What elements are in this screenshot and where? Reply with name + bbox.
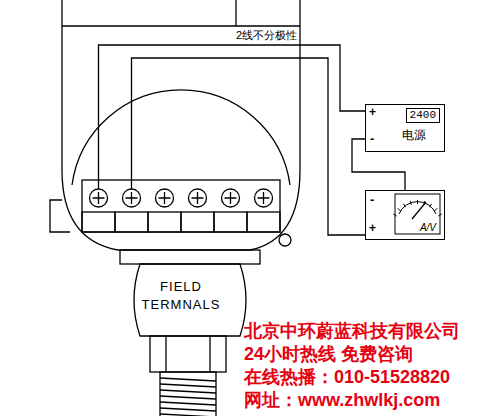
gauge-tick xyxy=(438,214,441,216)
screw-slot xyxy=(225,192,237,204)
screw-head xyxy=(189,189,207,207)
meter-box: A/V xyxy=(365,190,445,240)
gauge-tick xyxy=(417,200,418,204)
gauge-needle xyxy=(412,202,426,219)
hotline-watermark: 24小时热线 免费咨询 xyxy=(244,343,413,365)
hex-faces xyxy=(166,336,210,372)
gauge-tick xyxy=(410,201,411,205)
compartment-arc xyxy=(72,90,290,185)
gauge-tick xyxy=(430,204,432,207)
terminal-sign: + xyxy=(369,221,376,235)
hex-nut xyxy=(150,336,226,372)
neck xyxy=(120,250,260,264)
thread-line xyxy=(160,384,216,387)
screw-slot xyxy=(93,192,105,204)
screw-head xyxy=(156,189,174,207)
gauge-tick xyxy=(434,208,437,211)
terminal-cell xyxy=(181,212,214,232)
screw-slot xyxy=(258,192,270,204)
phone-watermark: 在线热播：010-51528820 xyxy=(244,366,450,388)
terminal-sign: + xyxy=(369,105,376,119)
terminal-screws xyxy=(82,189,280,232)
gauge-tick xyxy=(404,204,406,207)
thread-line xyxy=(160,390,216,393)
housing-outline xyxy=(62,0,300,250)
screw-head xyxy=(222,189,240,207)
thread-line xyxy=(160,378,216,381)
terminal-sign: - xyxy=(370,131,374,146)
gauge-tick xyxy=(398,208,401,211)
thread-line xyxy=(160,414,216,416)
gauge-ticks xyxy=(393,200,441,216)
left-boss xyxy=(50,200,70,232)
gauge-tick xyxy=(393,214,396,216)
ground-screw xyxy=(279,234,291,246)
screw-slot xyxy=(159,192,171,204)
screw-head xyxy=(255,189,273,207)
terminal-block xyxy=(82,180,280,232)
node-text: A/V xyxy=(420,222,436,233)
company-watermark: 北京中环蔚蓝科技有限公司 xyxy=(244,320,460,342)
power-supply-box: 2400 电源 xyxy=(365,104,445,152)
terminal-cell xyxy=(247,212,280,232)
website-watermark: 网址：www.zhwlkj.com xyxy=(244,389,440,411)
wire xyxy=(132,58,366,235)
wire xyxy=(99,45,366,189)
node-text: FIELD TERMNALS xyxy=(136,278,226,314)
gauge-face xyxy=(395,194,440,234)
transmitter-housing: FIELD TERMNALS xyxy=(62,0,300,372)
screw-head xyxy=(123,189,141,207)
terminal-cell xyxy=(115,212,148,232)
thread-lines xyxy=(160,378,216,416)
thread-line xyxy=(160,408,216,411)
node-text: 电源 xyxy=(402,127,426,143)
terminal-sign: - xyxy=(370,192,374,207)
terminal-cell xyxy=(214,212,247,232)
screw-slot xyxy=(192,192,204,204)
meter-gauge xyxy=(393,194,441,234)
screw-slot xyxy=(126,192,138,204)
terminal-body xyxy=(134,264,246,336)
wiring-note: 2线不分极性 xyxy=(236,28,297,43)
screw-head xyxy=(90,189,108,207)
housing-top-edge xyxy=(62,0,300,26)
terminal-cell xyxy=(82,212,115,232)
terminal-cell xyxy=(148,212,181,232)
thread-line xyxy=(160,396,216,399)
thread-line xyxy=(160,402,216,405)
display-reading: 2400 xyxy=(406,108,440,123)
thread-fitting xyxy=(160,372,216,416)
